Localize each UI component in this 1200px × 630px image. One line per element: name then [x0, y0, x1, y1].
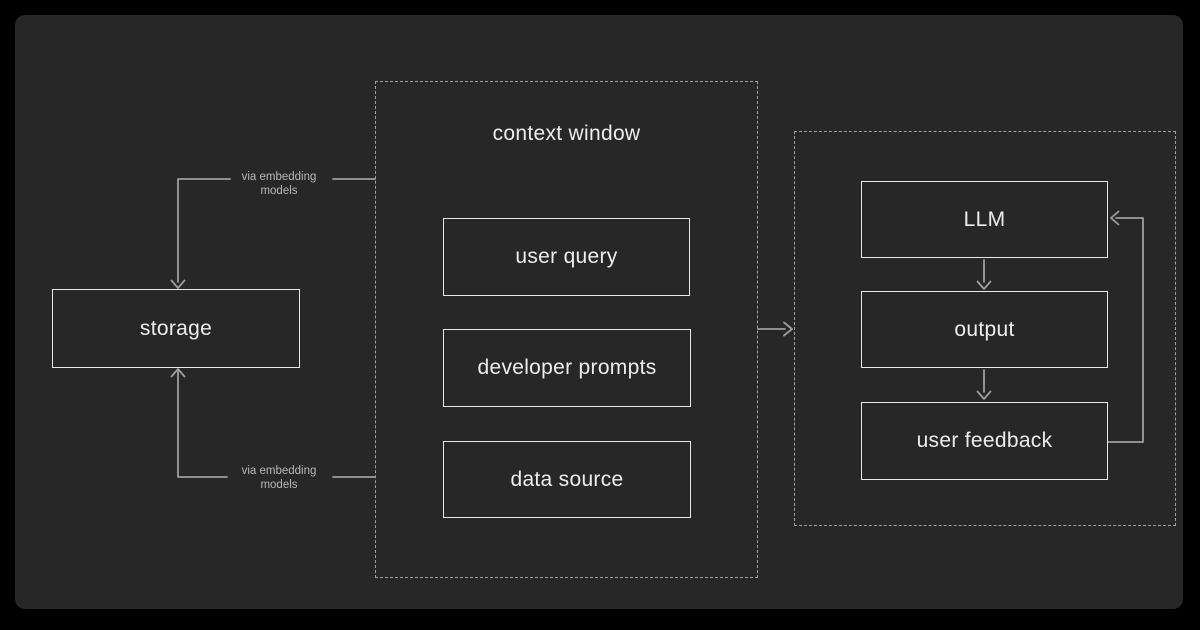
pipeline-group: [794, 131, 1176, 526]
user-query-box: user query: [443, 218, 690, 296]
user-query-label: user query: [515, 245, 618, 268]
storage-box: storage: [52, 289, 300, 368]
developer-prompts-label: developer prompts: [477, 356, 657, 379]
data-source-box: data source: [443, 441, 691, 518]
arrowhead-into-pipeline-group: [783, 321, 793, 337]
embedding-label-bottom: via embedding models: [241, 465, 317, 491]
output-label: output: [954, 317, 1015, 341]
arrowhead-into-storage-bottom: [170, 368, 186, 378]
connector-context-to-storage-bottom-left-segment: [177, 370, 228, 478]
connector-context-to-storage-top-left-segment: [177, 178, 231, 283]
user-feedback-box: user feedback: [861, 402, 1108, 480]
arrowhead-into-storage-top: [170, 279, 186, 289]
user-feedback-label: user feedback: [916, 429, 1053, 452]
developer-prompts-box: developer prompts: [443, 329, 691, 407]
storage-label: storage: [139, 316, 213, 340]
data-source-label: data source: [510, 467, 624, 491]
llm-box: LLM: [861, 181, 1108, 258]
embedding-label-top: via embedding models: [241, 171, 317, 197]
diagram-panel: storage context window user query develo…: [15, 15, 1183, 609]
llm-label: LLM: [963, 207, 1006, 231]
context-window-title: context window: [492, 122, 641, 145]
output-box: output: [861, 291, 1108, 368]
